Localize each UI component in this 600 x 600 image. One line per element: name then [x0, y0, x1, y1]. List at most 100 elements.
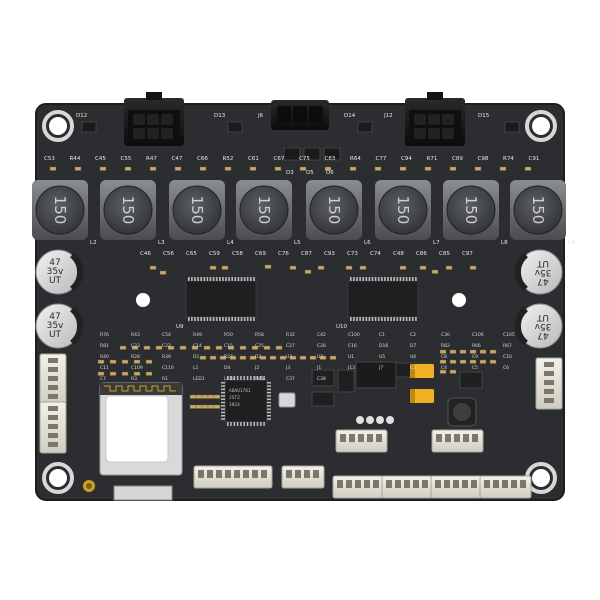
inductor-value: 150 — [462, 196, 480, 225]
amp-pin — [237, 317, 240, 321]
dsp-pin — [256, 376, 259, 380]
smd-component — [213, 394, 221, 399]
silk-label: C76 — [278, 251, 289, 257]
smd-component — [469, 359, 477, 364]
jst-connector-j1[interactable] — [39, 401, 67, 454]
amp-pin — [246, 277, 249, 281]
top-small-components — [81, 121, 520, 161]
dsp-pin — [233, 376, 236, 380]
amp-pin — [246, 317, 249, 321]
silk-label: C53 — [44, 156, 55, 162]
jst-connector-j13[interactable] — [193, 465, 273, 489]
silk-label: R41 — [255, 376, 264, 382]
silk-label: J13 — [347, 365, 355, 371]
smd-component — [167, 345, 175, 350]
silk-label: C22 — [162, 343, 171, 349]
silk-label: R64 — [350, 156, 361, 162]
dsp-pin — [221, 408, 225, 410]
power-connector-right[interactable] — [405, 92, 465, 146]
silk-label: C83 — [325, 156, 336, 162]
mounting-hole-top-left — [42, 110, 74, 142]
smd-component — [524, 166, 532, 171]
silk-label: C54 — [162, 332, 171, 338]
smd-component — [439, 349, 447, 354]
amp-pin — [253, 317, 255, 321]
amp-pin — [222, 277, 224, 281]
silk-label: D3 — [286, 170, 294, 176]
silk-label: C66 — [197, 156, 208, 162]
amp-pin — [209, 277, 212, 281]
amp-pin — [412, 277, 414, 281]
silk-label: R32 — [286, 332, 295, 338]
dsp-chip-line3: 1824 — [229, 402, 240, 408]
amp-pin — [203, 277, 206, 281]
silk-label: U2 — [317, 354, 323, 360]
silk-label: J3 — [285, 365, 290, 371]
amplifier-chip-right — [347, 280, 419, 318]
amp-pin — [197, 277, 199, 281]
silk-label: C110 — [162, 365, 174, 371]
silk-label: C7 — [100, 376, 106, 382]
jst-connector-out1[interactable] — [332, 475, 385, 499]
power-connector-center[interactable] — [271, 100, 329, 130]
jst-connector-right[interactable] — [535, 357, 563, 410]
amp-pin — [206, 317, 209, 321]
silk-label: C8 — [441, 354, 447, 360]
silk-label: R43 — [131, 332, 140, 338]
inductor-3: 150 — [169, 180, 225, 240]
silk-label: C65 — [186, 251, 197, 257]
inductor-value: 150 — [325, 196, 343, 225]
silk-label: R50 — [224, 332, 233, 338]
silk-label: C74 — [370, 251, 381, 257]
smd-component — [219, 355, 227, 360]
silk-label: R74 — [503, 156, 514, 162]
smd-component — [445, 265, 453, 270]
silk-label: R47 — [146, 156, 157, 162]
dip-switch[interactable] — [355, 361, 397, 389]
silk-label: C59 — [209, 251, 220, 257]
smd-component — [149, 265, 157, 270]
jst-connector-j7[interactable] — [335, 429, 388, 453]
dsp-pin — [250, 422, 252, 426]
dsp-pin — [267, 385, 271, 387]
amp-pin — [240, 277, 243, 281]
capacitor-label-line1: 47 — [49, 312, 60, 322]
silk-label: J1 — [316, 365, 321, 371]
silk-label: R1 — [162, 376, 168, 382]
smd-component — [155, 345, 163, 350]
jst-connector-j14[interactable] — [281, 465, 325, 489]
jst-connector-out3[interactable] — [430, 475, 483, 499]
smd-component — [419, 265, 427, 270]
amp-pin — [231, 277, 233, 281]
dsp-pin — [221, 405, 225, 407]
jst-connector-j2[interactable] — [39, 353, 67, 406]
silk-label: C94 — [401, 156, 412, 162]
amp-pin — [225, 277, 227, 281]
silk-label: C4 — [441, 365, 447, 371]
smd-component — [304, 269, 312, 274]
power-connector-left[interactable] — [124, 92, 184, 146]
jst-connector-j8[interactable] — [431, 429, 484, 453]
silk-label: R71 — [427, 156, 438, 162]
silk-label: R82 — [441, 343, 450, 349]
silk-label: C1 — [379, 332, 385, 338]
silk-label: C75 — [299, 156, 310, 162]
smd-component — [213, 404, 221, 409]
jst-connector-out4[interactable] — [479, 475, 532, 499]
amp-pin — [225, 317, 227, 321]
inductor-value: 150 — [119, 196, 137, 225]
amp-pin — [191, 277, 193, 281]
amp-pin — [215, 277, 218, 281]
silk-label: L2 — [90, 240, 97, 246]
smd-component — [239, 355, 247, 360]
silk-label: D12 — [76, 113, 87, 119]
amp-pin — [368, 277, 371, 281]
amp-pin — [384, 277, 386, 281]
smd-component — [97, 371, 105, 376]
mounting-holes — [42, 110, 557, 494]
amp-pin — [243, 317, 246, 321]
usb-connector[interactable] — [113, 485, 173, 501]
silk-label: R27 — [224, 354, 233, 360]
jst-connector-out2[interactable] — [381, 475, 434, 499]
